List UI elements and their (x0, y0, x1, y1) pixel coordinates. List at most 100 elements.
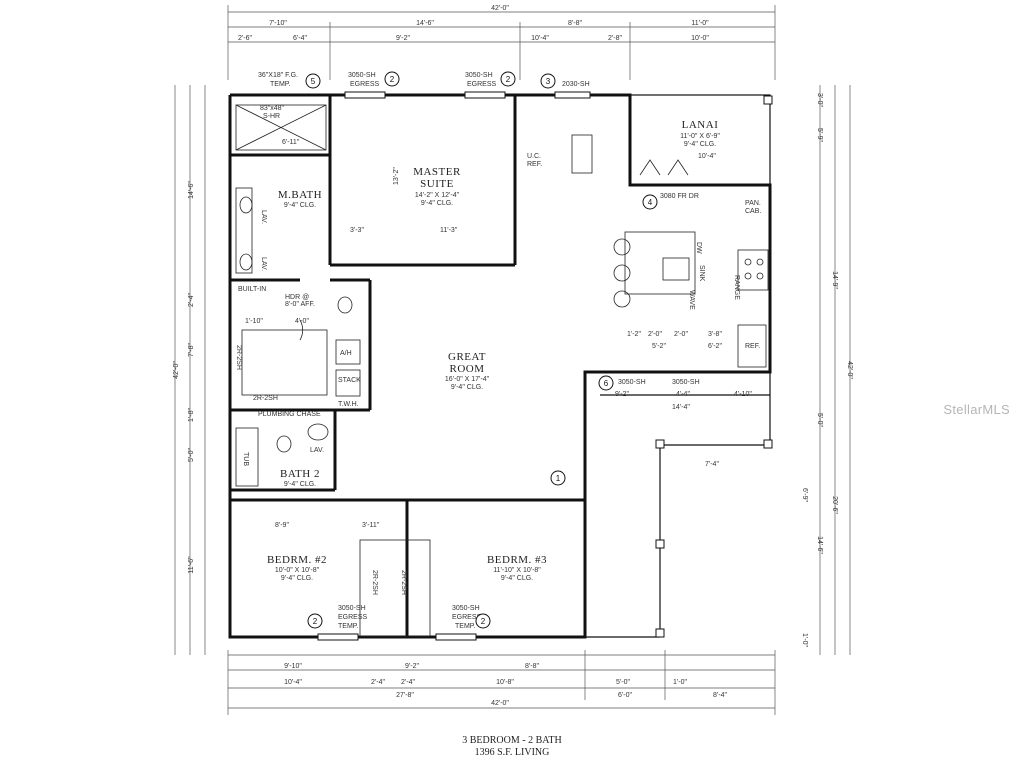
water-heater-label: T.W.H. (338, 401, 359, 408)
dim-label: 42'-0" (491, 700, 509, 707)
dim-label: 8'-9" (275, 522, 289, 529)
svg-text:4: 4 (648, 198, 653, 207)
dim-label: 5'-0" (188, 448, 195, 462)
svg-text:2: 2 (481, 617, 486, 626)
window-label: TEMP. (455, 623, 476, 630)
room-labels: MASTER SUITE 14'-2" X 12'-4" 9'-4" CLG. … (267, 119, 720, 582)
markers: 5 2 2 3 4 6 1 2 2 (305, 71, 658, 629)
shower-size-label: 83"x48" (260, 105, 285, 112)
header-height-label: 8'-0" AFF. (285, 301, 315, 308)
plan-title: 3 BEDROOM - 2 BATH (462, 735, 562, 746)
sink-icon (239, 253, 253, 271)
kitchen-island (624, 231, 696, 295)
dim-label: 9'-2" (615, 391, 629, 398)
dim-label: 6'-2" (708, 343, 722, 350)
marker: 2 (384, 71, 400, 87)
svg-text:6: 6 (604, 379, 609, 388)
range-outline (737, 249, 769, 291)
dim-label: 10'-4" (531, 35, 549, 42)
master-bath-name: M.BATH (278, 189, 322, 201)
closet-outline (359, 539, 431, 637)
lav-label-3: LAV. (310, 447, 324, 454)
sink-icon (239, 196, 253, 214)
ref-label: REF. (745, 343, 760, 350)
window-labels: 36"X18" F.G. TEMP. 3050-SH EGRESS 3050-S… (258, 72, 700, 630)
dim-label: 3'-0" (816, 93, 823, 107)
lanai-and-porch-outline (585, 94, 771, 638)
dim-label: 4'-4" (676, 391, 690, 398)
microwave-label: WAVE (688, 290, 695, 310)
dim-label: 3'-11" (362, 522, 380, 529)
dim-label: 5'-0" (616, 679, 630, 686)
bedroom2-size: 10'-0" X 10'-8" (275, 567, 320, 574)
window-label: 2030-SH (562, 81, 590, 88)
window-label: EGRESS (452, 614, 482, 621)
door-label: 3080 FR DR (660, 193, 699, 200)
lanai-size: 11'-0" X 6'-9" (680, 133, 720, 140)
dim-label: 10'-0" (691, 35, 709, 42)
svg-text:2: 2 (390, 75, 395, 84)
dim-label: 7'-10" (269, 20, 287, 27)
dim-label: 3'-8" (708, 331, 722, 338)
dim-label: 3'-3" (350, 227, 364, 234)
tub-label: TUB (242, 452, 249, 466)
dim-label: 1'-8" (188, 408, 195, 422)
dim-label: 9'-2" (396, 35, 410, 42)
air-handler-label: A/H (340, 350, 352, 357)
closet-outline (241, 329, 328, 396)
kitchen-sink (662, 257, 690, 281)
dimension-lines (174, 5, 851, 715)
window-label: TEMP. (338, 623, 359, 630)
dim-label: 10'-4" (698, 153, 716, 160)
bedroom3-ceiling: 9'-4" CLG. (501, 575, 533, 582)
master-suite-name-line2: SUITE (420, 178, 454, 190)
great-room-name: GREAT (448, 351, 486, 363)
toilet-icon (337, 296, 353, 314)
watermark: StellarMLS (943, 402, 1010, 417)
pantry-cab-label: CAB. (745, 208, 761, 215)
marker: 6 (598, 375, 614, 391)
dim-label: 9'-2" (405, 663, 419, 670)
uc-ref-label: U.C. (527, 153, 541, 160)
dim-label: 14'-6" (816, 536, 823, 554)
dimension-text: 42'-0" 7'-10" 14'-6" 8'-8" 11'-0" 2'-6" … (173, 5, 853, 707)
master-suite-size: 14'-2" X 12'-4" (415, 192, 460, 199)
dim-label: 11'-0" (691, 20, 709, 27)
dim-label: 20'-6" (831, 496, 838, 514)
master-suite-ceiling: 9'-4" CLG. (421, 200, 453, 207)
window-label: EGRESS (467, 81, 497, 88)
window-label: 3050-SH (452, 605, 480, 612)
shelf-label: 2R-2SH (253, 395, 278, 402)
dim-label: 42'-0" (491, 5, 509, 12)
dim-label: 42'-0" (846, 361, 853, 379)
great-room-name-line2: ROOM (449, 363, 484, 375)
dim-label: 6'-11" (282, 139, 300, 146)
window-label: EGRESS (338, 614, 368, 621)
shelf-label-2: 2R-2SH (235, 345, 242, 370)
marker: 1 (550, 470, 566, 486)
dim-label: 2'-4" (371, 679, 385, 686)
water-heater-box (335, 369, 361, 397)
shelf-label-3: 2R-2SH (371, 570, 378, 595)
tub-outline (235, 427, 259, 487)
marker: 2 (475, 613, 491, 629)
fixtures (235, 104, 769, 637)
shelf-label-4: 2R-2SH (400, 570, 407, 595)
svg-text:1: 1 (556, 474, 561, 483)
dim-label: 1'-0" (673, 679, 687, 686)
title-block: 3 BEDROOM - 2 BATH 1396 S.F. LIVING (0, 735, 1024, 759)
pantry-label: PAN. (745, 200, 761, 207)
dim-label: 2'-6" (238, 35, 252, 42)
great-room-size: 16'-0" X 17'-4" (445, 376, 490, 383)
sink-icon (307, 423, 329, 441)
master-suite-name: MASTER (413, 166, 461, 178)
dim-label: 14'-4" (672, 404, 690, 411)
window-label: 3050-SH (618, 379, 646, 386)
dim-label: 14'-9" (831, 271, 838, 289)
bedroom3-name: BEDRM. #3 (487, 554, 547, 566)
window-label: 3050-SH (672, 379, 700, 386)
lanai-name: LANAI (682, 119, 719, 131)
air-handler-box (335, 339, 361, 365)
svg-text:2: 2 (506, 75, 511, 84)
svg-text:3: 3 (546, 77, 551, 86)
